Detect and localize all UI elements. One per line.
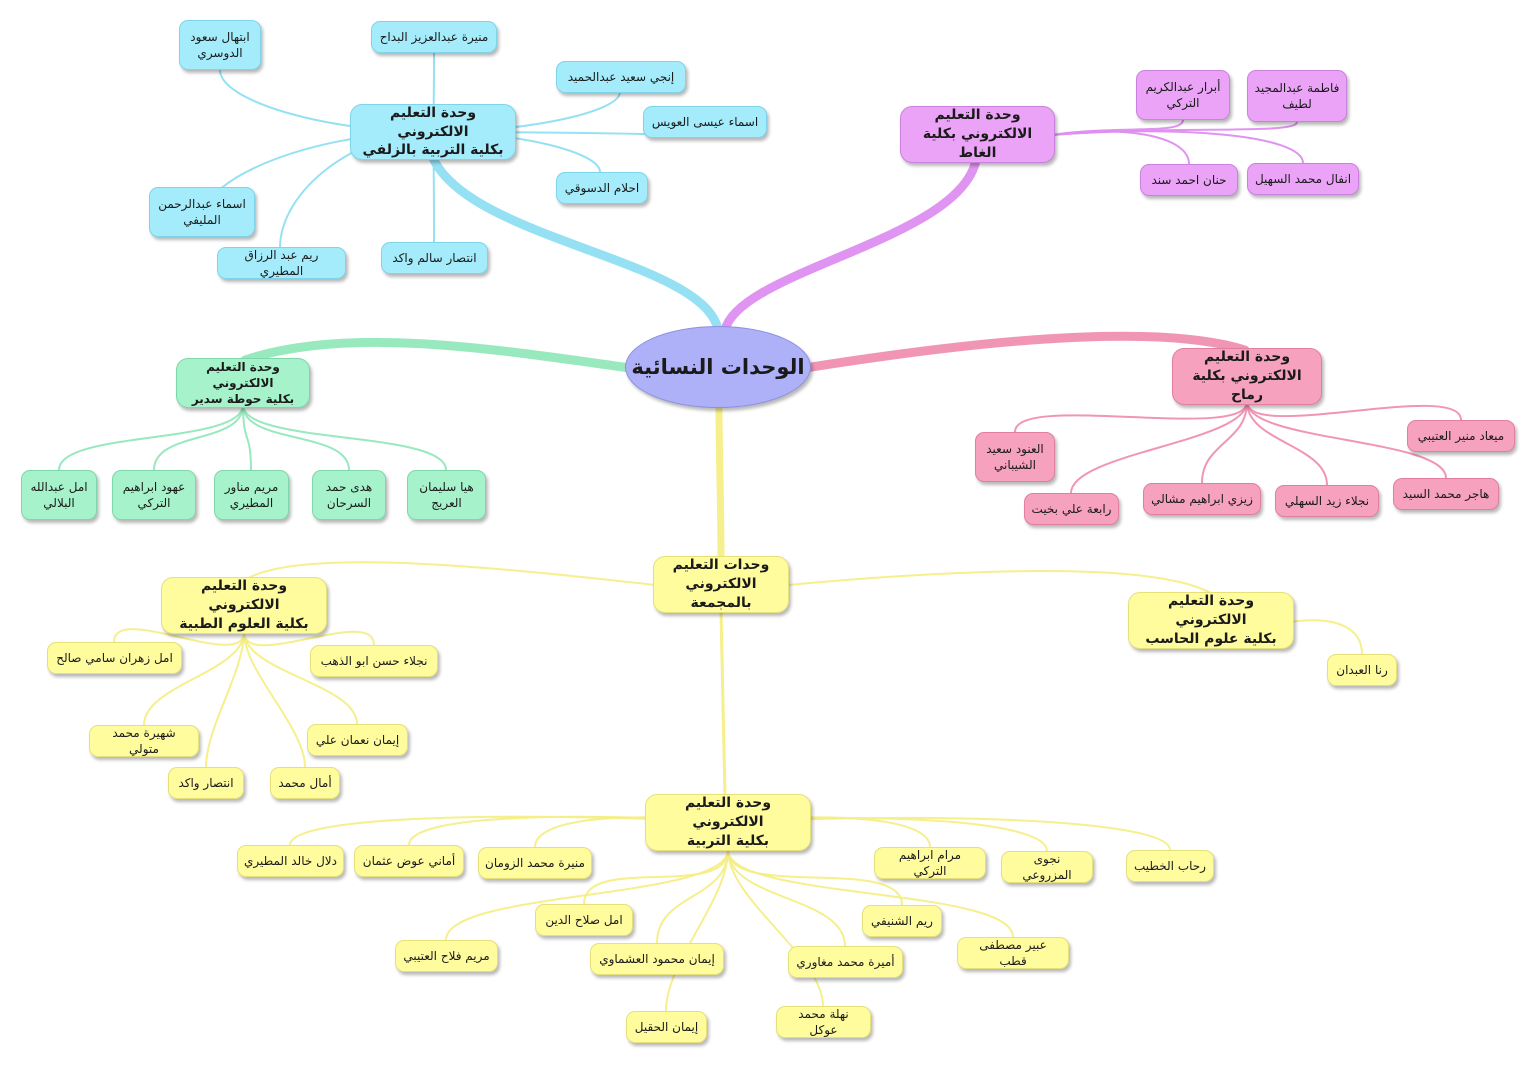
leaf-e1[interactable]: دلال خالد المطيري — [237, 845, 344, 877]
link-root-majmaah — [715, 402, 725, 562]
leaf-m2[interactable]: نجلاء حسن ابو الذهب — [310, 645, 438, 677]
leaf-z1[interactable]: منيرة عبدالعزيز البداح — [371, 21, 497, 53]
branch-education[interactable]: وحدة التعليم الالكتروني بكلية التربية — [645, 794, 811, 851]
leaf-z5[interactable]: احلام الدسوقي — [556, 172, 648, 204]
link-root-hawta — [240, 337, 635, 373]
leaf-g2[interactable]: فاطمة عبدالمجيد لطيف — [1247, 70, 1347, 122]
link-education-bottom-6 — [727, 849, 1014, 938]
leaf-z6[interactable]: اسماء عبدالرحمن المليفي — [149, 187, 255, 237]
leaf-h3[interactable]: مريم مناور المطيري — [214, 470, 289, 520]
leaf-e8[interactable]: ريم الشنيفي — [862, 905, 942, 937]
leaf-g4[interactable]: انفال محمد السهيل — [1247, 163, 1359, 195]
leaf-z7[interactable]: ريم عبد الرزاق المطيري — [217, 247, 346, 279]
leaf-z4[interactable]: اسماء عيسى العويس — [643, 106, 767, 138]
leaf-m6[interactable]: أمال محمد — [270, 767, 340, 799]
root-node[interactable]: الوحدات النسائية — [625, 326, 811, 408]
link-education-bottom-1 — [583, 849, 729, 905]
link-root-rumah — [800, 331, 1250, 373]
link-education-bottom-5 — [727, 849, 846, 947]
link-medical-2 — [243, 630, 375, 647]
leaf-e5[interactable]: نجوى المزروعي — [1001, 851, 1093, 883]
link-education-bottom-8 — [727, 849, 824, 1007]
link-medical-1 — [113, 628, 245, 646]
link-hawta-4 — [242, 404, 350, 471]
link-ghat-3 — [1051, 130, 1190, 165]
leaf-z2[interactable]: ابتهال سعود الدوسري — [179, 20, 261, 70]
link-computer-1 — [1289, 619, 1363, 655]
link-education-bottom-3 — [445, 849, 729, 941]
branch-medical[interactable]: وحدة التعليم الالكتروني بكلية العلوم الط… — [161, 577, 327, 634]
leaf-g1[interactable]: أبرار عبدالكريم التركي — [1136, 70, 1230, 120]
leaf-e7[interactable]: امل صلاح الدين — [535, 904, 633, 936]
link-medical-3 — [143, 631, 245, 726]
branch-ghat[interactable]: وحدة التعليم الالكتروني بكلية الغاط — [900, 106, 1055, 163]
link-rumah-4 — [1201, 401, 1248, 484]
leaf-e11[interactable]: أميرة محمد مغاوري — [788, 946, 903, 978]
link-majmaah-medical — [244, 561, 656, 586]
leaf-e12[interactable]: عبير مصطفى قطب — [957, 937, 1069, 969]
link-education-bottom-4 — [656, 849, 729, 944]
link-hawta-1 — [58, 404, 244, 471]
leaf-g3[interactable]: حنان احمد سند — [1140, 164, 1238, 196]
link-root-zulfi — [428, 153, 723, 335]
link-hawta-5 — [242, 404, 447, 471]
link-education-bottom-7 — [665, 849, 729, 1012]
leaf-e10[interactable]: إيمان محمود العشماوي — [590, 943, 724, 975]
leaf-e14[interactable]: نهلة محمد عوكل — [776, 1006, 871, 1038]
link-majmaah-computer — [787, 570, 1212, 594]
link-rumah-3 — [1070, 401, 1248, 494]
link-rumah-2 — [1014, 401, 1248, 433]
branch-zulfi[interactable]: وحدة التعليم الالكتروني بكلية التربية با… — [350, 104, 516, 160]
link-medical-5 — [205, 631, 245, 768]
leaf-r6[interactable]: هاجر محمد السيد — [1393, 478, 1499, 510]
link-hawta-3 — [242, 404, 252, 471]
leaf-h2[interactable]: عهود ابراهيم التركي — [112, 470, 196, 520]
leaf-e4[interactable]: مرام ابراهيم التركي — [874, 847, 986, 879]
link-medical-4 — [243, 631, 358, 725]
leaf-z8[interactable]: انتصار سالم واكد — [381, 242, 488, 274]
leaf-h4[interactable]: هدى حمد السرحان — [312, 470, 386, 520]
branch-hawta[interactable]: وحدة التعليم الالكتروني بكلية حوطة سدير — [176, 358, 310, 408]
leaf-c1[interactable]: رنا العبدان — [1327, 654, 1397, 686]
leaf-r5[interactable]: نجلاء زيد السهلي — [1275, 485, 1379, 517]
leaf-e13[interactable]: إيمان الحقيل — [626, 1011, 707, 1043]
link-rumah-5 — [1246, 401, 1328, 486]
leaf-e9[interactable]: مريم فلاح العتيبي — [395, 940, 498, 972]
branch-computer[interactable]: وحدة التعليم الالكتروني بكلية علوم الحاس… — [1128, 592, 1294, 649]
leaf-m4[interactable]: إيمان نعمان علي — [307, 724, 408, 756]
link-education-bottom-2 — [727, 849, 903, 906]
leaf-h5[interactable]: هيا سليمان العريج — [407, 470, 486, 520]
link-ghat-4 — [1051, 130, 1304, 164]
link-majmaah-education — [719, 610, 727, 798]
leaf-e6[interactable]: رحاب الخطيب — [1126, 850, 1214, 882]
link-education-top-6 — [727, 816, 1171, 851]
leaf-m5[interactable]: انتصار واكد — [168, 767, 244, 799]
link-rumah-6 — [1246, 401, 1447, 479]
leaf-m3[interactable]: شهيرة محمد متولي — [89, 725, 199, 757]
leaf-h1[interactable]: امل عبدالله البلالي — [21, 470, 97, 520]
link-medical-6 — [243, 631, 306, 768]
leaf-m1[interactable]: امل زهران سامي صالح — [47, 642, 182, 674]
leaf-r2[interactable]: العنود سعيد الشيباني — [975, 432, 1055, 482]
leaf-e2[interactable]: أماني عوض عثمان — [354, 845, 464, 877]
leaf-r1[interactable]: ميعاد منير العتيبي — [1407, 420, 1515, 452]
link-rumah-1 — [1246, 401, 1462, 421]
leaf-r3[interactable]: رابعة علي بخيت — [1024, 493, 1119, 525]
link-hawta-2 — [153, 404, 244, 471]
leaf-z3[interactable]: إنجي سعيد عبدالحميد — [556, 61, 686, 93]
branch-majmaah[interactable]: وحدات التعليم الالكتروني بالمجمعة — [653, 556, 789, 613]
leaf-e3[interactable]: منيرة محمد الزومان — [478, 847, 592, 879]
link-root-ghat — [720, 155, 981, 335]
leaf-r4[interactable]: زيزي ابراهيم مشالي — [1143, 483, 1261, 515]
branch-rumah[interactable]: وحدة التعليم الالكتروني بكلية رماح — [1172, 348, 1322, 405]
